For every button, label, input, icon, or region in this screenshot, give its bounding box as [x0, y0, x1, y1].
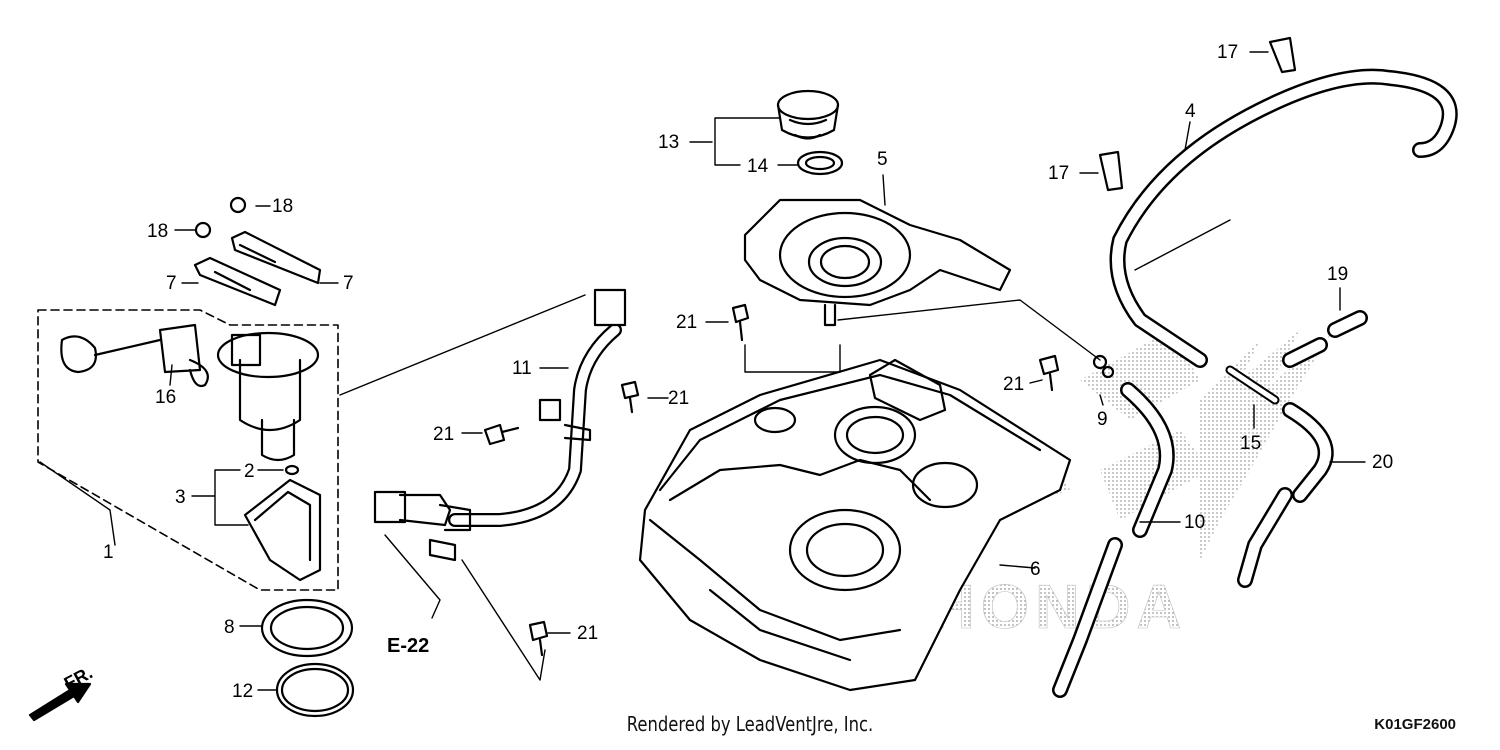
honda-watermark-text: HONDA [930, 573, 1187, 642]
hose-connector-e22 [373, 490, 472, 562]
front-direction-arrow [28, 682, 92, 722]
callout-16: 16 [155, 387, 177, 408]
fuel-pump-part-1 [37, 309, 339, 591]
callout-18a: 18 [272, 196, 294, 217]
callout-3: 3 [175, 487, 186, 508]
render-credit: Rendered by LeadVentJre, Inc. [626, 712, 874, 736]
callout-7a: 7 [166, 273, 177, 294]
callout-4: 4 [1185, 101, 1196, 122]
clip-part-17a [1268, 36, 1297, 74]
callout-2: 2 [244, 461, 255, 482]
callout-20: 20 [1372, 452, 1394, 473]
diagram-code: K01GF2600 [1374, 716, 1456, 733]
pump-gaskets-part-7 [193, 230, 322, 307]
fuel-cap-part-13 [776, 89, 840, 140]
callout-18b: 18 [147, 221, 169, 242]
o-ring-part-12 [275, 662, 355, 718]
nut-part-18b [229, 196, 247, 214]
bolts-part-21 [483, 303, 1115, 657]
leader-lines [39, 51, 1366, 691]
callout-6: 6 [1030, 559, 1041, 580]
callout-21a: 21 [676, 312, 698, 333]
callout-15: 15 [1240, 433, 1262, 454]
callout-5: 5 [877, 149, 888, 170]
callout-8: 8 [224, 617, 235, 638]
callout-19: 19 [1327, 264, 1349, 285]
breather-tube-part-4 [1109, 68, 1458, 368]
cap-gasket-part-14 [796, 150, 844, 176]
callout-11: 11 [512, 358, 532, 379]
ref-e22-label: E-22 [387, 635, 430, 657]
filler-neck-part-5 [743, 198, 1012, 327]
nut-part-18a [194, 221, 212, 239]
callout-14: 14 [747, 156, 769, 177]
callout-13: 13 [658, 132, 680, 153]
clip-part-17b [1098, 150, 1124, 192]
o-ring-part-8 [260, 598, 354, 658]
callout-1: 1 [103, 542, 114, 563]
fuel-tank-part-6 [638, 358, 1072, 692]
fuel-filter-part-3 [243, 478, 322, 582]
callout-12: 12 [232, 681, 254, 702]
callout-9: 9 [1097, 409, 1108, 430]
callout-21b: 21 [668, 388, 690, 409]
callout-21c: 21 [433, 424, 455, 445]
callout-7b: 7 [343, 273, 354, 294]
callout-21e: 21 [577, 623, 599, 644]
callout-10: 10 [1184, 512, 1206, 533]
callout-21d: 21 [1003, 374, 1025, 395]
callout-17b: 17 [1048, 163, 1070, 184]
callout-17a: 17 [1217, 42, 1239, 63]
